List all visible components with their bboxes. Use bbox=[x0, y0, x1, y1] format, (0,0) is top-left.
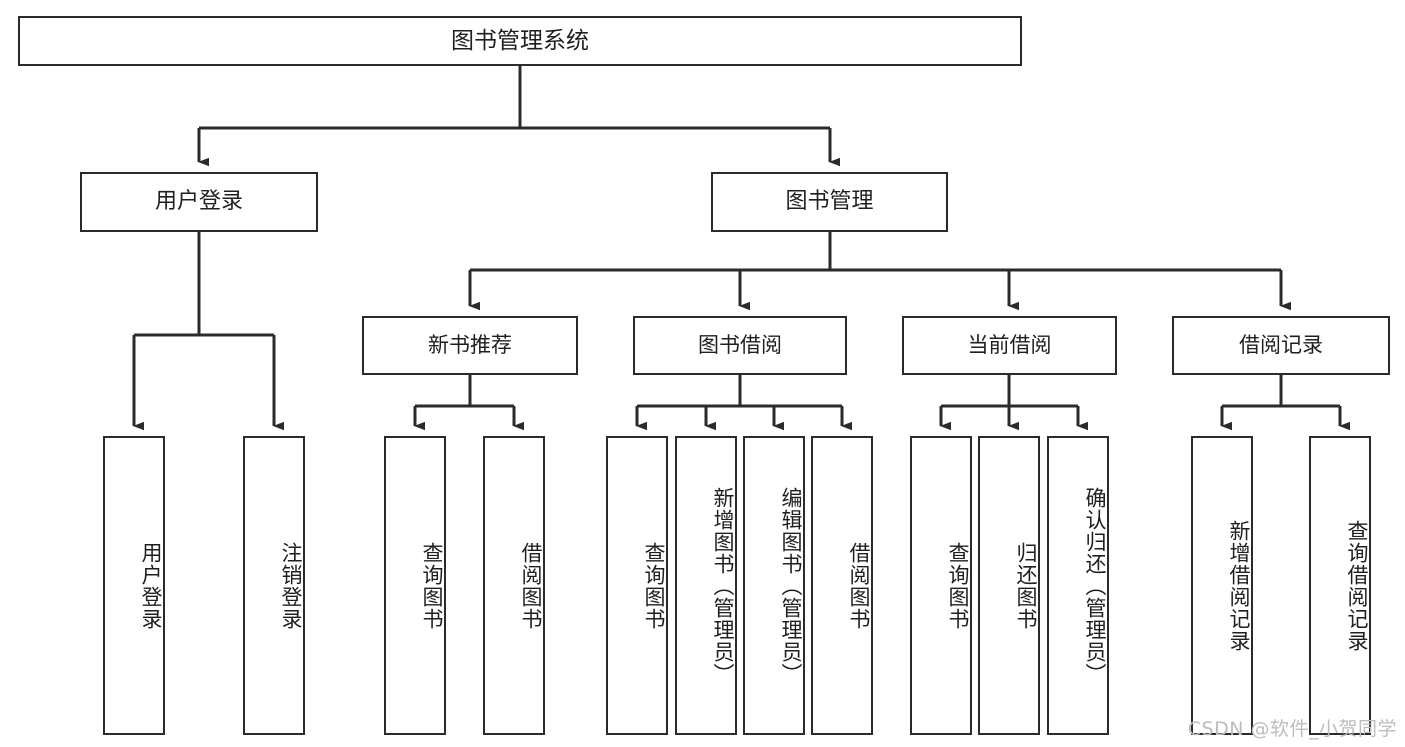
leaf-new-book-query[interactable]: 查询图书 bbox=[384, 436, 446, 735]
leaf-borrow-record-add[interactable]: 新增借阅记录 bbox=[1191, 436, 1253, 735]
leaf-label: 归还图书 bbox=[1014, 541, 1038, 630]
leaf-label: 查询借阅记录 bbox=[1345, 519, 1369, 652]
leaf-label: 新增借阅记录 bbox=[1227, 519, 1251, 652]
leaf-book-borrow-add[interactable]: 新增图书（管理员） bbox=[675, 436, 737, 735]
node-root-system[interactable]: 图书管理系统 bbox=[18, 16, 1022, 66]
leaf-new-book-borrow[interactable]: 借阅图书 bbox=[483, 436, 545, 735]
leaf-label: 借阅图书 bbox=[519, 541, 543, 630]
leaf-label: 查询图书 bbox=[642, 541, 666, 630]
leaf-user-login-logout[interactable]: 注销登录 bbox=[243, 436, 305, 735]
leaf-book-borrow-query[interactable]: 查询图书 bbox=[606, 436, 668, 735]
leaf-borrow-record-query[interactable]: 查询借阅记录 bbox=[1309, 436, 1371, 735]
node-book-borrow[interactable]: 图书借阅 bbox=[633, 316, 847, 375]
node-book-management[interactable]: 图书管理 bbox=[711, 172, 948, 232]
leaf-book-borrow-edit[interactable]: 编辑图书（管理员） bbox=[743, 436, 805, 735]
node-borrow-record[interactable]: 借阅记录 bbox=[1172, 316, 1390, 375]
leaf-label: 查询图书 bbox=[420, 541, 444, 630]
leaf-user-login-login[interactable]: 用户登录 bbox=[103, 436, 165, 735]
leaf-label: 用户登录 bbox=[139, 541, 163, 630]
node-current-borrow[interactable]: 当前借阅 bbox=[902, 316, 1117, 375]
leaf-current-borrow-confirm-return[interactable]: 确认归还（管理员） bbox=[1047, 436, 1109, 735]
leaf-label: 确认归还（管理员） bbox=[1083, 486, 1107, 685]
node-user-login[interactable]: 用户登录 bbox=[80, 172, 318, 232]
leaf-label: 借阅图书 bbox=[847, 541, 871, 630]
leaf-current-borrow-query[interactable]: 查询图书 bbox=[910, 436, 972, 735]
leaf-current-borrow-return[interactable]: 归还图书 bbox=[978, 436, 1040, 735]
csdn-watermark: CSDN @软件_小贺同学 bbox=[1187, 718, 1397, 740]
node-new-book-recommend[interactable]: 新书推荐 bbox=[362, 316, 578, 375]
leaf-label: 注销登录 bbox=[279, 541, 303, 630]
leaf-label: 查询图书 bbox=[946, 541, 970, 630]
leaf-label: 编辑图书（管理员） bbox=[779, 486, 803, 685]
leaf-book-borrow-borrow[interactable]: 借阅图书 bbox=[811, 436, 873, 735]
leaf-label: 新增图书（管理员） bbox=[711, 486, 735, 685]
